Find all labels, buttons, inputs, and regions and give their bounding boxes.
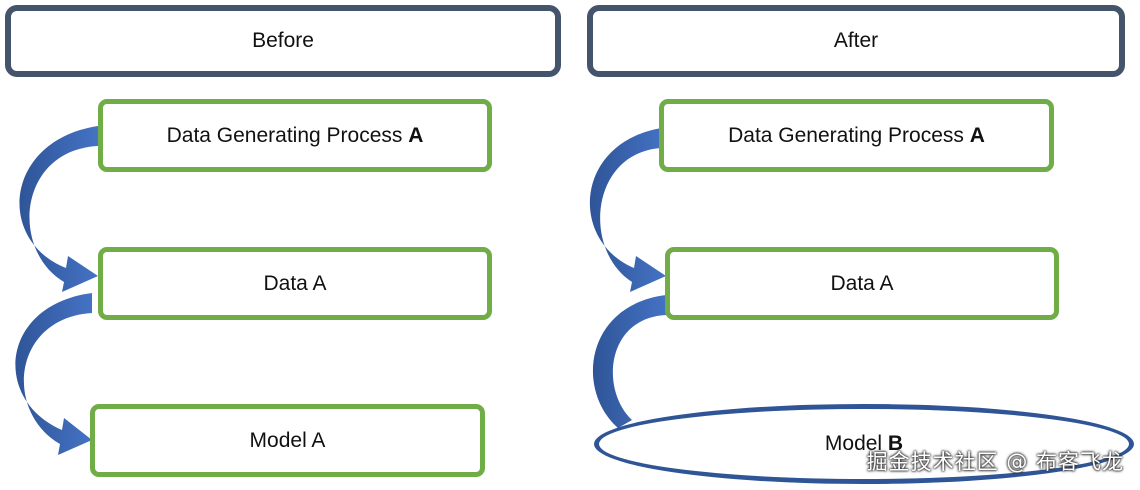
watermark-text: 掘金技术社区 @ 布客飞龙 xyxy=(866,450,1124,474)
arrow-before-dgp-to-data xyxy=(19,126,98,292)
header-before-label: Before xyxy=(252,29,314,52)
header-before: Before xyxy=(5,5,561,77)
after-model-label: Model B xyxy=(824,432,904,455)
before-model-node: Model A xyxy=(90,404,485,477)
after-dgp-label: Data Generating Process A xyxy=(728,123,985,147)
arrow-after-dgp-to-data xyxy=(589,128,666,292)
before-model-label: Model A xyxy=(249,428,326,452)
before-data-label: Data A xyxy=(263,271,327,295)
header-after-label: After xyxy=(833,29,879,52)
after-data-label: Data A xyxy=(830,271,894,295)
arrow-before-data-to-model xyxy=(15,293,92,455)
before-dgp-node: Data Generating Process A xyxy=(98,99,492,172)
header-after: After xyxy=(587,5,1125,77)
after-dgp-node: Data Generating Process A xyxy=(659,99,1054,172)
arrow-after-data-to-model xyxy=(592,295,666,428)
before-dgp-label: Data Generating Process A xyxy=(166,123,424,147)
after-data-node: Data A xyxy=(665,247,1059,320)
before-data-node: Data A xyxy=(98,247,492,320)
after-model-ellipse: Model B xyxy=(594,404,1134,484)
